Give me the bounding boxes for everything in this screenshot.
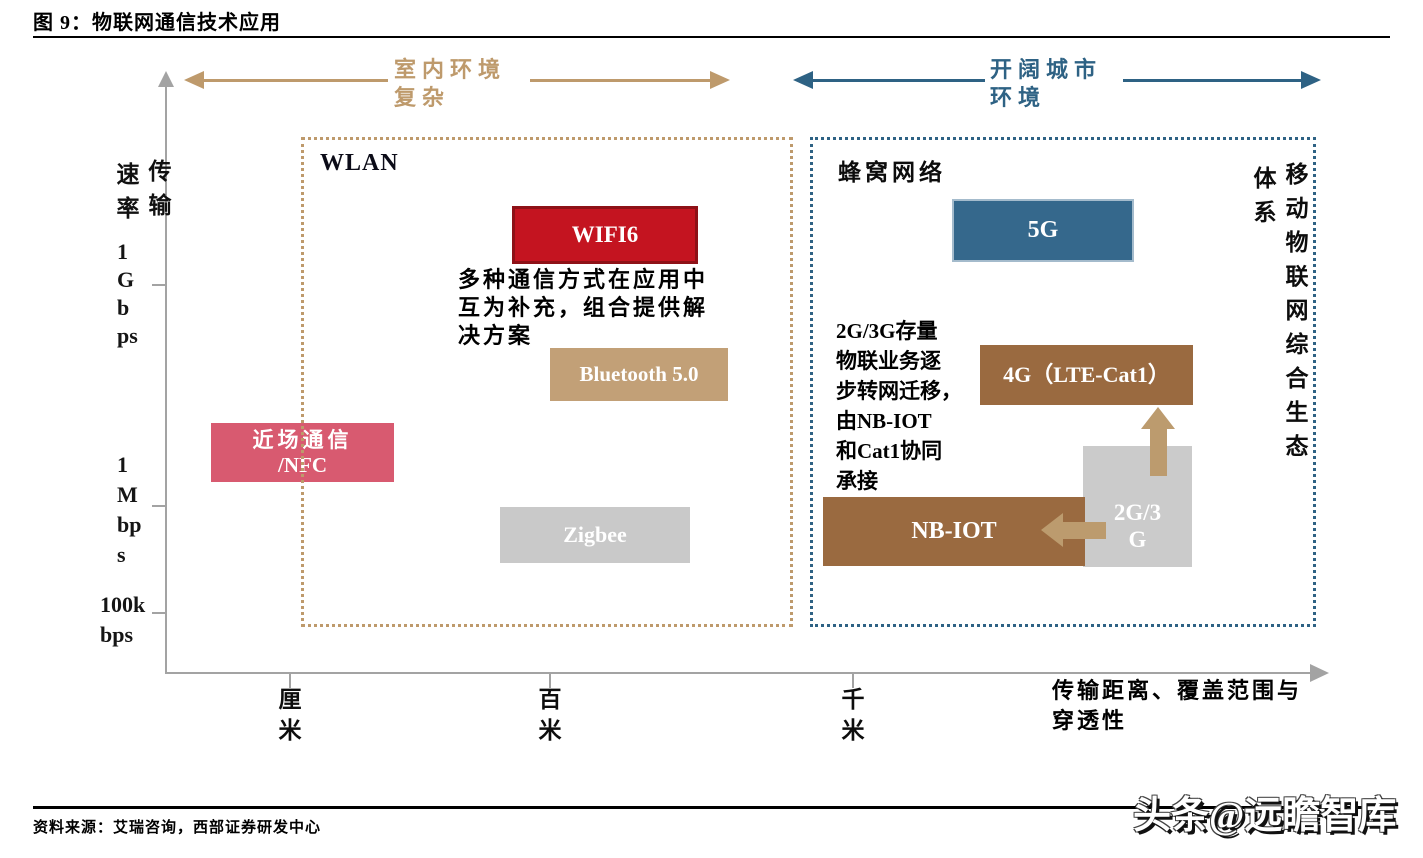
y-axis-line <box>165 86 167 674</box>
x-axis-line <box>165 672 1312 674</box>
wlan-region-label: WLAN <box>320 150 399 176</box>
urban-arrow-label: 开阔城市 环境 <box>990 57 1103 110</box>
migration-left-arrow-head-icon <box>1041 513 1063 547</box>
x-label-cm: 厘米 <box>278 687 302 743</box>
y-axis-title-col-left: 速率 <box>116 162 140 221</box>
x-tick-100m <box>549 674 551 688</box>
y-tick-100kbps <box>152 612 166 614</box>
migration-up-arrow-shaft <box>1150 427 1167 476</box>
source-text: 资料来源：艾瑞咨询，西部证券研发中心 <box>33 820 322 836</box>
y-axis-title-col-right: 传输 <box>148 159 172 218</box>
urban-arrow-right-head-icon <box>1301 71 1321 89</box>
x-label-km: 千米 <box>841 687 865 743</box>
x-axis-title: 传输距离、覆盖范围与 穿透性 <box>1052 678 1303 733</box>
cellular-note: 2G/3G存量 物联业务逐 步转网迁移， 由NB-IOT 和Cat1协同 承接 <box>836 319 962 493</box>
right-label-col-left: 体系 <box>1253 166 1277 225</box>
y-label-1mbps: 1 M bp s <box>117 452 142 567</box>
cellular-region-label: 蜂窝网络 <box>838 160 946 185</box>
wifi6-box: WIFI6 <box>512 206 698 264</box>
x-tick-cm <box>289 674 291 688</box>
footer-divider <box>33 806 1390 809</box>
2g3g-box: 2G/3 G <box>1083 446 1192 567</box>
4g-box: 4G（LTE-Cat1） <box>980 345 1193 405</box>
urban-arrow-left-line <box>811 79 985 82</box>
y-tick-1mbps <box>152 505 166 507</box>
watermark: 头条@远瞻智库 <box>1133 795 1397 837</box>
zigbee-box: Zigbee <box>500 507 690 563</box>
indoor-arrow-right-head-icon <box>710 71 730 89</box>
indoor-arrow-left-line <box>202 79 388 82</box>
cellular-region-border <box>810 137 1316 627</box>
bluetooth-box: Bluetooth 5.0 <box>550 348 728 401</box>
y-label-1gbps: 1 G b ps <box>117 239 138 348</box>
urban-arrow-right-line <box>1123 79 1303 82</box>
urban-arrow-left-head-icon <box>793 71 813 89</box>
wlan-note: 多种通信方式在应用中 互为补充，组合提供解 决方案 <box>458 267 709 348</box>
indoor-arrow-right-line <box>530 79 712 82</box>
indoor-arrow-left-head-icon <box>184 71 204 89</box>
5g-box: 5G <box>952 199 1134 262</box>
y-tick-1gbps <box>152 284 166 286</box>
indoor-arrow-label: 室内环境 复杂 <box>394 57 507 110</box>
page-title: 图 9：物联网通信技术应用 <box>33 12 281 34</box>
y-label-100kbps: 100k bps <box>100 592 146 647</box>
right-label-col-right: 移动物联网综合生态 <box>1285 162 1309 459</box>
x-axis-arrowhead-icon <box>1310 664 1329 682</box>
x-label-100m: 百米 <box>538 687 562 743</box>
y-axis-arrowhead-icon <box>158 71 174 87</box>
title-divider <box>33 36 1390 38</box>
migration-left-arrow-shaft <box>1061 522 1106 539</box>
x-tick-km <box>852 674 854 688</box>
wlan-region-border <box>301 137 793 627</box>
migration-up-arrow-head-icon <box>1141 407 1175 429</box>
